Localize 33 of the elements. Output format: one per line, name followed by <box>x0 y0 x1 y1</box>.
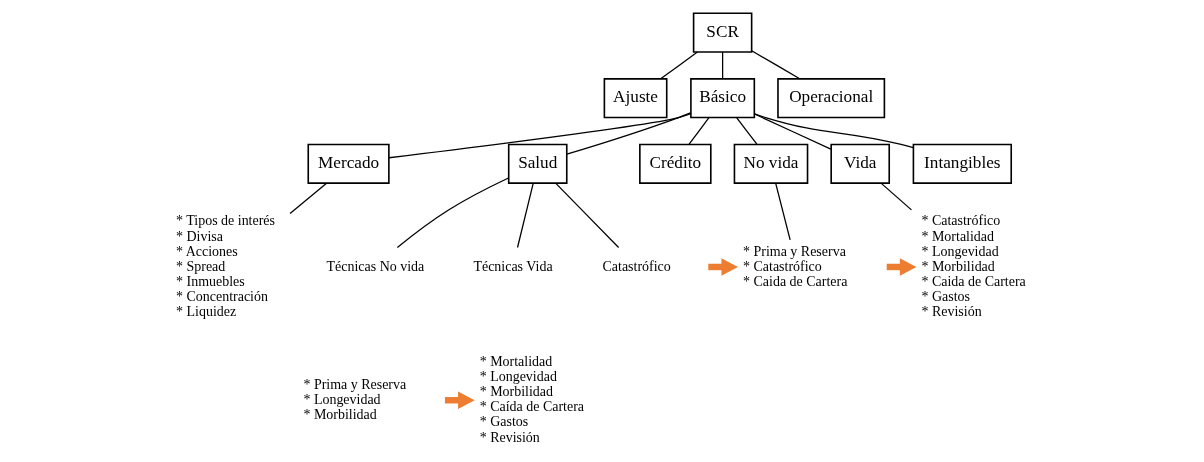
connector <box>659 50 698 79</box>
node-text: * Prima y Reserva * Catastrófico * Caida de Cartera <box>742 243 847 289</box>
connector <box>688 116 710 145</box>
node-text: Técnicas No vida <box>326 258 424 274</box>
node-box: Básico <box>689 77 755 118</box>
node-box: Mercado <box>306 143 390 184</box>
connector <box>735 116 757 145</box>
node-box: Crédito <box>638 143 712 184</box>
connector <box>750 49 800 79</box>
connector <box>721 50 723 79</box>
node-text: Catastrófico <box>601 258 671 274</box>
node-box: Salud <box>507 143 568 184</box>
connector <box>753 112 914 148</box>
node-text: * Tipos de interés * Divisa * Acciones * Spread * Inmuebles * Concentración * Liquidez <box>175 212 275 319</box>
connector <box>396 176 509 248</box>
node-text: * Catastrófico * Mortalidad * Longevidad * Morbilidad * Caida de Cartera * Gastos * Revisión <box>920 212 1026 319</box>
connector <box>516 182 534 248</box>
node-box: Ajuste <box>603 77 668 118</box>
node-box: SCR <box>692 12 752 53</box>
connector <box>880 182 912 210</box>
connector <box>753 112 831 150</box>
node-box: Vida <box>829 143 890 184</box>
node-text: Técnicas Vida <box>472 258 553 274</box>
connector <box>565 111 691 155</box>
node-box: Operacional <box>776 77 885 118</box>
node-text: * Prima y Reserva * Longevidad * Morbilidad <box>302 376 406 422</box>
connector <box>554 182 619 248</box>
node-box: Intangibles <box>912 143 1012 184</box>
connector <box>288 182 327 214</box>
node-box: No vida <box>733 143 808 184</box>
connector <box>774 182 791 240</box>
connector <box>387 112 691 158</box>
node-text: * Mortalidad * Longevidad * Morbilidad * Caída de Cartera * Gastos * Revisión <box>479 353 584 445</box>
